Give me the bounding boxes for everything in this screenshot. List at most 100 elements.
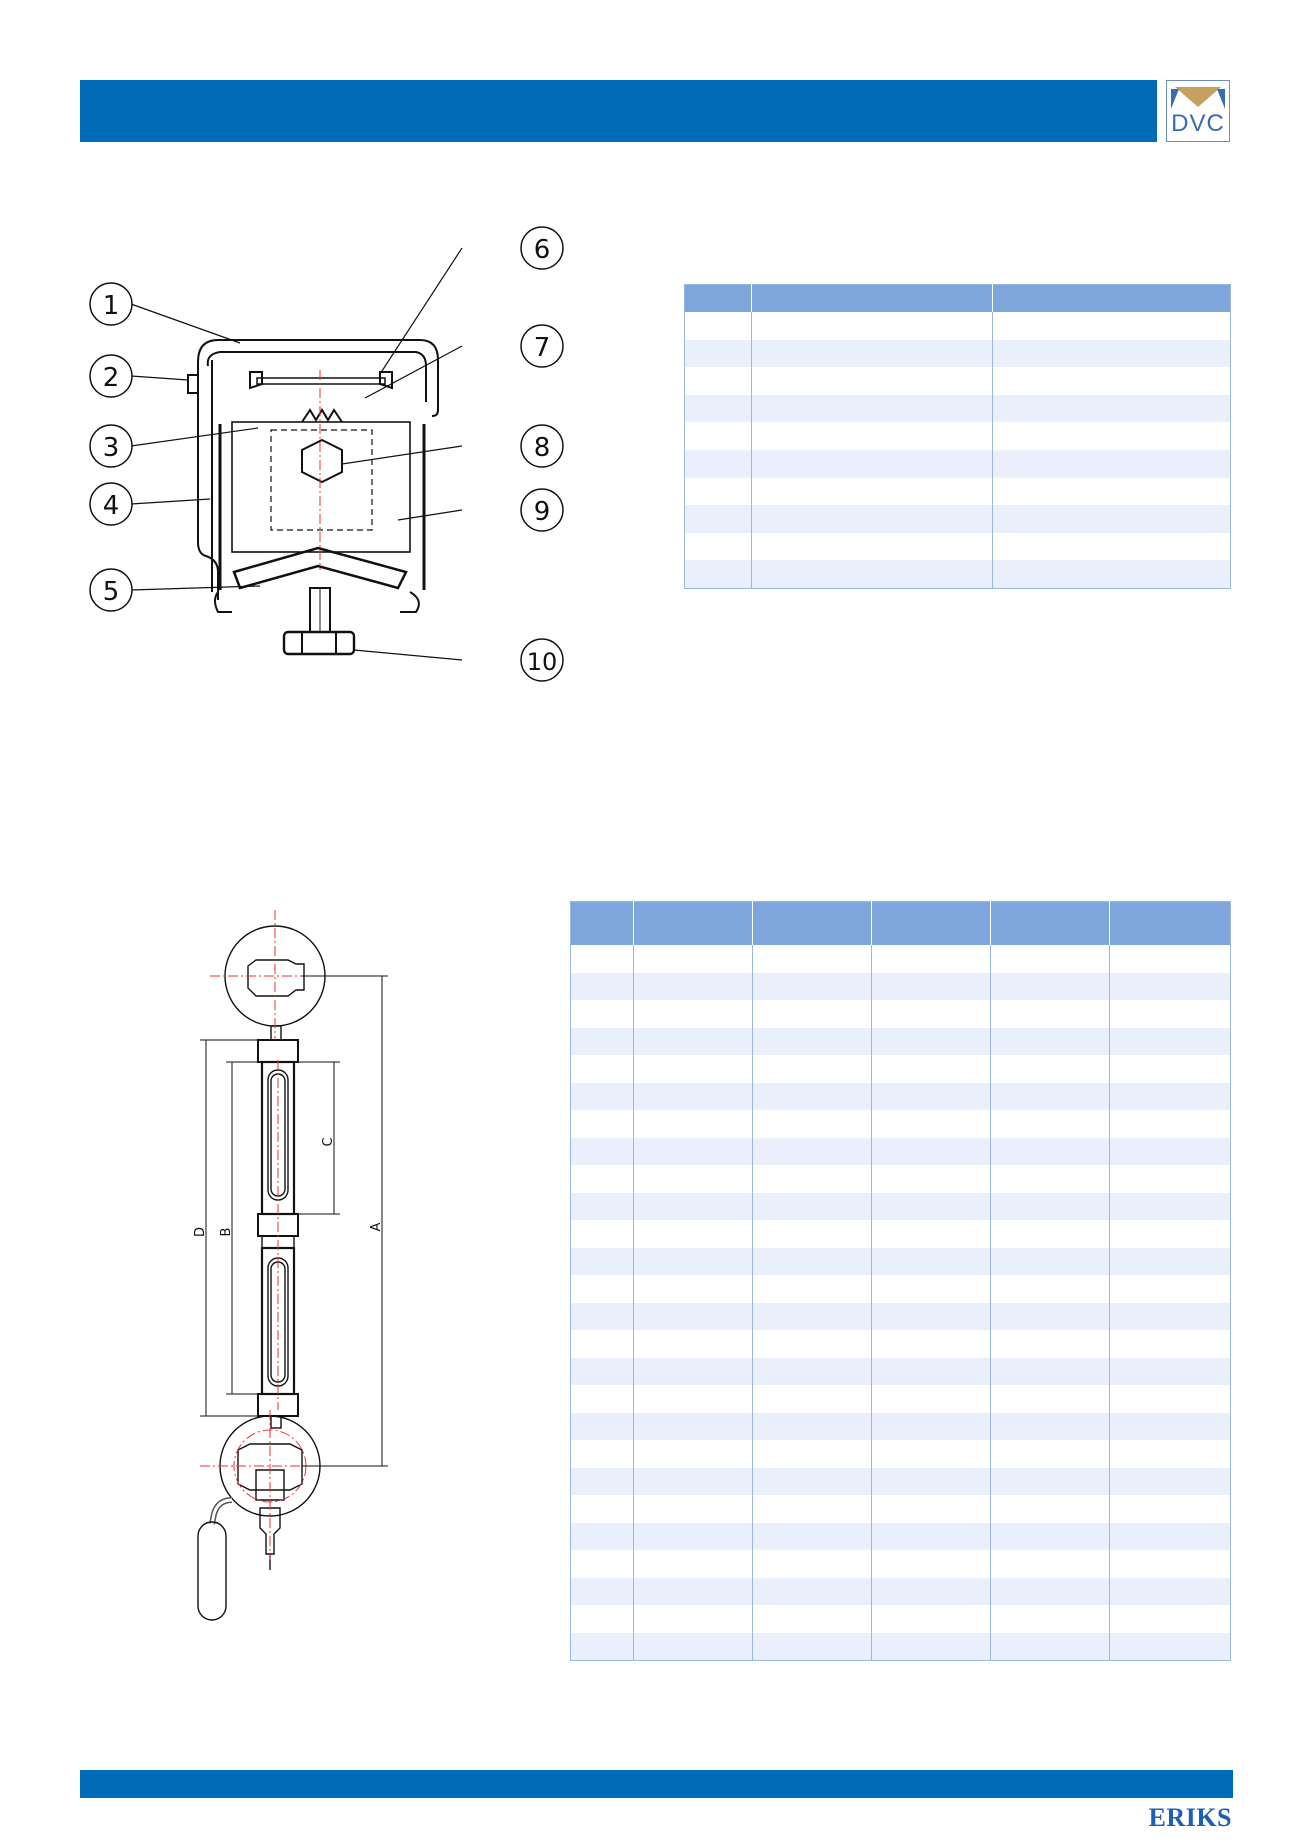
table-cell [871, 1220, 991, 1248]
table-cell [990, 1385, 1110, 1413]
table-row [570, 1137, 1231, 1165]
table-cell [633, 1440, 753, 1468]
table-row [570, 1467, 1231, 1495]
callout-8: 8 [534, 433, 551, 463]
table-cell [1109, 1302, 1231, 1330]
table-row [684, 339, 1231, 368]
table-cell [570, 1412, 634, 1440]
table-cell [633, 1605, 753, 1633]
logo-text: DVC [1171, 110, 1225, 137]
callout-10: 10 [527, 648, 558, 676]
table-cell [633, 1165, 753, 1193]
dimension-label-a: A [369, 1222, 384, 1231]
dimension-label-d: D [193, 1227, 208, 1237]
table-cell [1109, 1577, 1231, 1605]
table-row [684, 312, 1231, 340]
table-row [570, 1357, 1231, 1385]
table-row [570, 945, 1231, 973]
table-cell [751, 312, 993, 340]
table-cell [570, 1550, 634, 1578]
table-cell [570, 1082, 634, 1110]
table-cell [990, 1082, 1110, 1110]
table-cell [633, 1000, 753, 1028]
table-cell [1109, 1027, 1231, 1055]
table-cell [633, 1522, 753, 1550]
table-cell [752, 1082, 872, 1110]
table-header-cell [684, 284, 752, 312]
table-cell [1109, 1632, 1231, 1661]
table-cell [570, 1632, 634, 1661]
table-header-row [570, 901, 1231, 945]
table-cell [570, 945, 634, 973]
table-cell [633, 1137, 753, 1165]
table-cell [992, 339, 1231, 368]
table-cell [752, 1055, 872, 1083]
table-cell [570, 1522, 634, 1550]
table-cell [570, 1027, 634, 1055]
table-row [570, 1082, 1231, 1110]
table-cell [633, 1275, 753, 1303]
table-cell [871, 1055, 991, 1083]
table-cell [1109, 1165, 1231, 1193]
table-cell [751, 449, 993, 478]
table-row [684, 532, 1231, 561]
table-cell [1109, 1495, 1231, 1523]
table-cell [992, 477, 1231, 506]
table-row [570, 1302, 1231, 1330]
table-cell [871, 1467, 991, 1495]
table-cell [992, 449, 1231, 478]
table-row [570, 1412, 1231, 1440]
table-cell [1109, 1275, 1231, 1303]
table-cell [871, 1275, 991, 1303]
table-cell [570, 1467, 634, 1495]
table-cell [990, 1605, 1110, 1633]
table-cell [751, 505, 993, 533]
table-cell [990, 1330, 1110, 1358]
table-header-cell [992, 284, 1231, 312]
table-row [570, 1165, 1231, 1193]
table-row [570, 1055, 1231, 1083]
table-cell [871, 945, 991, 973]
table-cell [990, 1165, 1110, 1193]
table-cell [752, 1275, 872, 1303]
table-cell [990, 1055, 1110, 1083]
table-cell [752, 972, 872, 1000]
callout-9: 9 [534, 497, 551, 527]
table-row [684, 505, 1231, 533]
table-cell [752, 1192, 872, 1220]
table-cell [1109, 1412, 1231, 1440]
table-cell [871, 1495, 991, 1523]
callout-1: 1 [103, 291, 120, 321]
table-cell [990, 1275, 1110, 1303]
level-gauge-drawing: A B C D [193, 910, 388, 1621]
table-row [570, 1522, 1231, 1550]
table-cell [752, 1302, 872, 1330]
table-cell [751, 560, 993, 589]
table-cell [684, 312, 752, 340]
table-cell [871, 1165, 991, 1193]
table-cell [992, 394, 1231, 423]
table-row [684, 477, 1231, 506]
table-cell [752, 1495, 872, 1523]
table-cell [633, 1110, 753, 1138]
table-cell [990, 1247, 1110, 1275]
table-cell [871, 1137, 991, 1165]
logo-mark-icon [1171, 87, 1225, 109]
table-cell [570, 1357, 634, 1385]
table-cell [752, 1522, 872, 1550]
table-cell [871, 1110, 991, 1138]
table-row [684, 560, 1231, 589]
dimension-label-b: B [219, 1228, 234, 1237]
table-cell [990, 1550, 1110, 1578]
table-cell [1109, 1247, 1231, 1275]
table-cell [752, 1632, 872, 1661]
table-cell [752, 1330, 872, 1358]
table-cell [1109, 1137, 1231, 1165]
table-row [570, 1220, 1231, 1248]
table-cell [752, 1577, 872, 1605]
frame-outline [197, 339, 439, 600]
table-cell [871, 1330, 991, 1358]
table-cell [570, 1192, 634, 1220]
table-cell [990, 1412, 1110, 1440]
table-cell [633, 1055, 753, 1083]
